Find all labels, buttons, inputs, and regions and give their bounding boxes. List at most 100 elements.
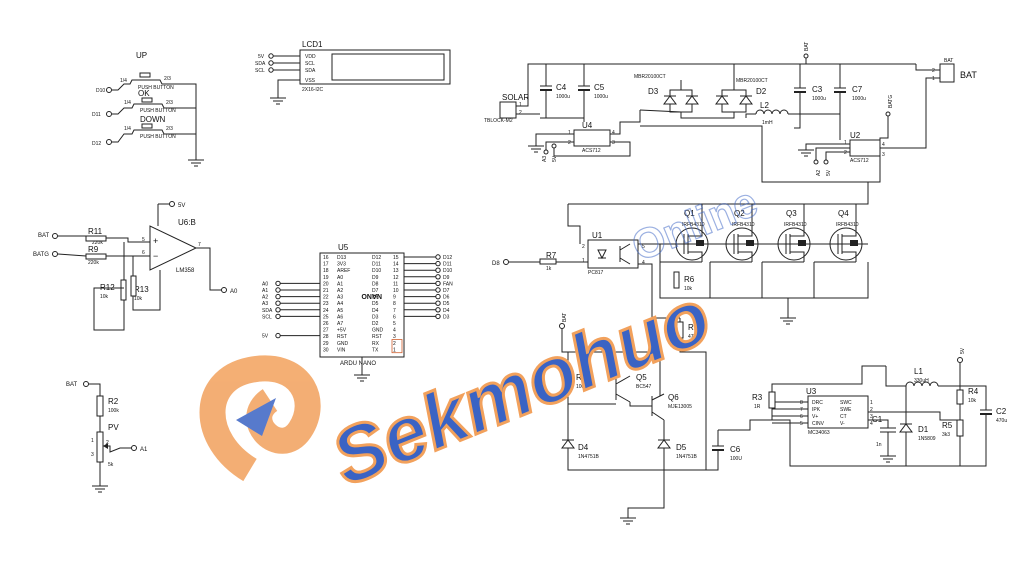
- opamp-supply: 5V: [178, 203, 185, 209]
- r10-val: 100k: [576, 384, 587, 390]
- arduino-left-net: A2: [262, 295, 268, 301]
- arduino-right-net: D3: [443, 314, 450, 320]
- arduino-right-net: D4: [443, 308, 450, 314]
- arduino-right-pin-name: D4: [372, 308, 379, 314]
- arduino-left-pin-name: RST: [337, 334, 347, 340]
- lcd-pin-vss: VSS: [305, 78, 316, 84]
- lcd-group: LCD1 VDD SCL SDA VSS 2X16-I2C 5V SDA SCL: [255, 40, 451, 105]
- ok-button-type: PUSH BUTTON: [140, 108, 176, 114]
- solar-type: TBLOCK-M2: [484, 118, 513, 124]
- arduino-left-pin-name: A0: [337, 275, 343, 281]
- down-button-label: DOWN: [140, 115, 166, 124]
- r5-val: 3k3: [942, 432, 950, 438]
- arduino-left-pin-num: 24: [323, 308, 329, 314]
- c7-ref: C7: [852, 85, 863, 94]
- r11-val: 220k: [92, 240, 103, 246]
- arduino-right-pin-num: 5: [393, 321, 396, 327]
- svg-text:+: +: [153, 236, 158, 246]
- arduino-left-pin-name: A1: [337, 281, 343, 287]
- arduino-right-pin-name: GND: [372, 328, 384, 334]
- u3-body: [807, 395, 869, 429]
- u3-right-pin: V-: [840, 421, 845, 427]
- arduino-right-pin-name: D5: [372, 301, 379, 307]
- r10-resistor: [564, 369, 572, 389]
- d3-model: MBR20100CT: [634, 74, 666, 80]
- u3-right-num: 3: [870, 414, 873, 420]
- svg-text:2: 2: [932, 68, 935, 74]
- down-pin-a: 1/4: [124, 126, 131, 132]
- arduino-left-pin-num: 18: [323, 268, 329, 274]
- arduino-left-pin-num: 16: [323, 255, 329, 261]
- arduino-right-net: D7: [443, 288, 450, 294]
- lcd-screen: [331, 53, 445, 81]
- arduino-left-pin-num: 22: [323, 295, 329, 301]
- svg-text:4: 4: [642, 260, 645, 266]
- u3-left-num: 5: [800, 421, 803, 427]
- arduino-right-pin-num: 13: [393, 268, 399, 274]
- arduino-right-pin-num: 1: [393, 347, 396, 353]
- svg-text:2: 2: [844, 150, 847, 156]
- down-net: D12: [92, 141, 101, 147]
- pv-pot-ref: PV: [108, 423, 119, 432]
- lcd-ref: LCD1: [302, 40, 323, 49]
- arduino-left-pin-num: 21: [323, 288, 329, 294]
- arduino-right-pin-num: 15: [393, 255, 399, 261]
- pv-pin-1: 1: [91, 438, 94, 444]
- arduino-left-pin-name: A6: [337, 314, 343, 320]
- l2-ref: L2: [760, 101, 769, 110]
- arduino-right-net: D6: [443, 295, 450, 301]
- d5-model: 1N4751B: [676, 454, 698, 460]
- up-net-terminal: [106, 87, 112, 93]
- arduino-left-pin-num: 17: [323, 262, 329, 268]
- d4-model: 1N4751B: [578, 454, 600, 460]
- regulator-group: BAT R10 100k Q5 BC547 Q6 MJE13005 D4 1N4…: [559, 313, 772, 525]
- c6-val: 100U: [730, 456, 742, 462]
- arduino-left-pin-name: +5V: [337, 328, 347, 334]
- d1-model: 1N5809: [918, 436, 936, 442]
- svg-text:5V: 5V: [826, 169, 832, 176]
- svg-text:1: 1: [568, 130, 571, 136]
- mosfet-model: IRFB4310: [682, 222, 705, 228]
- c1-val: 1n: [876, 442, 882, 448]
- svg-text:2: 2: [582, 244, 585, 250]
- d3-ref: D3: [648, 87, 659, 96]
- c4-capacitor: C4 1000u: [540, 64, 570, 118]
- down-wire: [112, 129, 176, 143]
- u1-ref: U1: [592, 231, 603, 240]
- r3-resistor: [768, 391, 776, 409]
- c3-capacitor: C3 1000u: [794, 64, 826, 114]
- pv-potentiometer: [96, 431, 104, 463]
- r3-val: 1R: [754, 404, 761, 410]
- arduino-left-net: A1: [262, 288, 268, 294]
- u4-ground-icon: [528, 145, 544, 153]
- arduino-left-net: SCL: [262, 314, 272, 320]
- pv-pin-2: 2: [106, 440, 109, 446]
- buck-out-net: 5V: [960, 347, 966, 354]
- arduino-left-net: A0: [262, 281, 268, 287]
- up-pin-b: 2/3: [164, 76, 171, 82]
- up-button-label: UP: [136, 51, 147, 60]
- mosfet-model: IRFB4310: [836, 222, 859, 228]
- lcd-ground-icon: [270, 97, 286, 105]
- mosfet-model: IRFB4310: [784, 222, 807, 228]
- opamp-in-bat: BAT: [38, 233, 50, 239]
- ok-button-cap: [141, 97, 153, 103]
- lcd-net-5v: 5V: [258, 54, 265, 60]
- button-ok-group: OK 1/4 2/3 PUSH BUTTON D11: [92, 89, 176, 118]
- arduino-right-pin-name: D12: [372, 255, 381, 261]
- arduino-right-pin-num: 14: [393, 262, 399, 268]
- pv-pin-3: 3: [91, 452, 94, 458]
- arduino-right-net: D12: [443, 255, 452, 261]
- solar-pin-1: 1: [519, 102, 522, 108]
- bat-terminal-body: [939, 63, 955, 83]
- arduino-left-pin-num: 23: [323, 301, 329, 307]
- arduino-body: [319, 252, 405, 358]
- reg-bat-net: BAT: [562, 313, 568, 322]
- ok-pin-a: 1/4: [124, 100, 131, 106]
- bat-top-net: BAT: [804, 42, 810, 51]
- down-net-terminal: [106, 139, 112, 145]
